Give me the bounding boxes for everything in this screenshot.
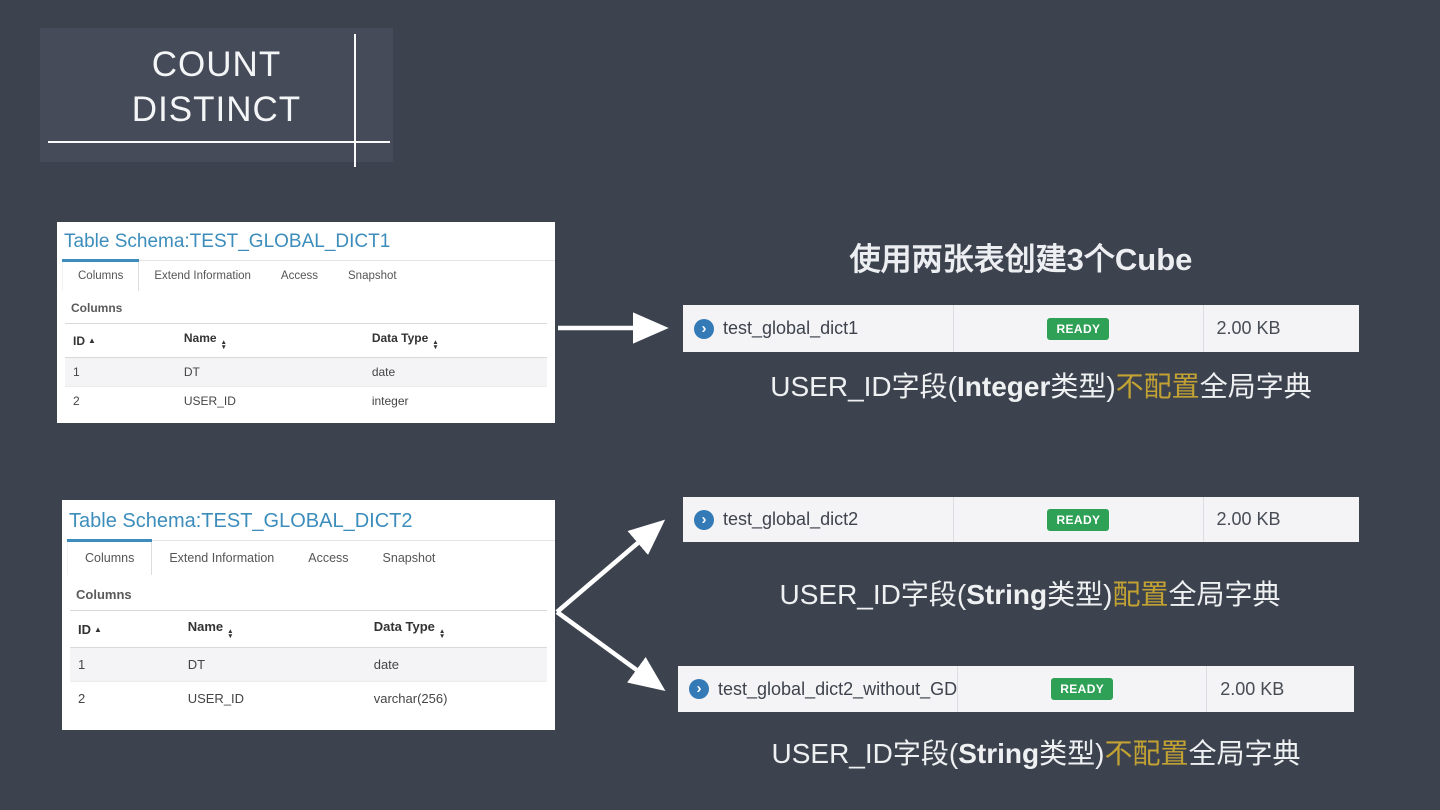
annotation-highlight: 不配置 (1115, 371, 1200, 402)
cube-name: test_global_dict2_without_GD (718, 678, 958, 699)
columns-table: ID▲ Name▲▼ Data Type▲▼ 1 DT date 2 USER_… (70, 610, 547, 715)
annotation-cube2: USER_ID字段(String类型)配置全局字典 (700, 573, 1360, 613)
status-badge: READY (1047, 508, 1110, 531)
title-vertical-rule (354, 34, 356, 167)
annotation-suffix: 全局字典 (1188, 738, 1301, 769)
table-row: 1 DT date (70, 647, 547, 682)
table-schema-panel-2: Table Schema:TEST_GLOBAL_DICT2 Columns E… (62, 500, 555, 730)
column-header-data-type[interactable]: Data Type▲▼ (365, 610, 547, 648)
schema-tab-bar: Columns Extend Information Access Snapsh… (67, 539, 555, 575)
cell-name: DT (179, 647, 366, 682)
tab-snapshot[interactable]: Snapshot (382, 551, 436, 565)
title-horizontal-rule (48, 141, 390, 143)
cube-size-cell: 2.00 KB (1216, 318, 1281, 338)
cube-name: test_global_dict2 (723, 509, 859, 529)
sort-icon: ▲▼ (438, 628, 446, 640)
schema-tab-bar: Columns Extend Information Access Snapsh… (62, 259, 555, 291)
tab-snapshot[interactable]: Snapshot (348, 270, 397, 282)
annotation-mid: 类型) (1039, 738, 1105, 769)
title-background-block (40, 28, 393, 162)
chevron-circle-right-icon[interactable]: › (689, 679, 709, 699)
cube-row-test-global-dict2-without-gd[interactable]: › test_global_dict2_without_GD READY 2.0… (678, 666, 1354, 712)
sort-icon: ▲▼ (227, 628, 234, 640)
table-schema-title: Table Schema:TEST_GLOBAL_DICT2 (69, 510, 413, 532)
arrow-table2-to-cube3 (555, 610, 666, 691)
cube-row-test-global-dict1[interactable]: › test_global_dict1 READY 2.00 KB (683, 305, 1359, 352)
cube-name: test_global_dict1 (723, 318, 859, 338)
annotation-mid: 类型) (1050, 371, 1116, 402)
slide-title-line2: DISTINCT (131, 90, 302, 129)
table-row: 2 USER_ID integer (65, 386, 547, 415)
annotation-highlight: 不配置 (1104, 738, 1189, 769)
tab-columns[interactable]: Columns (67, 539, 153, 575)
tab-extend-information[interactable]: Extend Information (154, 270, 251, 282)
cell-name: USER_ID (175, 386, 364, 415)
cell-name: DT (175, 357, 364, 387)
slide-title-line1: COUNT (151, 45, 282, 84)
cell-id: 2 (65, 386, 176, 415)
annotation-type: String (958, 738, 1040, 769)
cell-id: 1 (70, 647, 180, 682)
cube-size-cell: 2.00 KB (1220, 678, 1285, 699)
tab-columns[interactable]: Columns (62, 259, 140, 291)
annotation-type: Integer (956, 371, 1051, 402)
tab-access[interactable]: Access (280, 270, 318, 282)
status-badge: READY (1047, 317, 1110, 340)
annotation-suffix: 全局字典 (1168, 579, 1281, 610)
chevron-circle-right-icon[interactable]: › (694, 509, 714, 530)
column-header-data-type[interactable]: Data Type▲▼ (363, 323, 547, 358)
column-header-name[interactable]: Name▲▼ (175, 323, 364, 358)
tab-extend-information[interactable]: Extend Information (169, 551, 275, 565)
annotation-prefix: USER_ID字段( (779, 579, 967, 610)
cube-name-cell[interactable]: › test_global_dict1 (683, 305, 953, 352)
cube-status-cell: READY (953, 497, 1204, 542)
cell-data-type: integer (363, 386, 547, 415)
column-header-id[interactable]: ID▲ (65, 323, 176, 358)
annotation-cube3: USER_ID字段(String类型)不配置全局字典 (706, 732, 1366, 772)
columns-section-label: Columns (76, 587, 132, 602)
sort-ascending-icon: ▲ (88, 335, 96, 345)
status-badge: READY (1051, 678, 1114, 700)
annotation-highlight: 配置 (1112, 579, 1169, 610)
slide-title: COUNT DISTINCT (40, 42, 393, 132)
annotation-mid: 类型) (1047, 579, 1113, 610)
cell-data-type: date (363, 357, 547, 387)
cube-status-cell: READY (957, 666, 1208, 712)
columns-section-label: Columns (71, 301, 123, 315)
column-header-id[interactable]: ID▲ (70, 610, 180, 648)
cube-name-cell[interactable]: › test_global_dict2 (683, 497, 953, 542)
annotation-suffix: 全局字典 (1199, 371, 1312, 402)
annotation-prefix: USER_ID字段( (770, 371, 957, 402)
cube-status-cell: READY (953, 305, 1204, 352)
section-heading: 使用两张表创建3个Cube (849, 242, 1193, 277)
table-row: 2 USER_ID varchar(256) (70, 681, 547, 715)
cube-row-test-global-dict2[interactable]: › test_global_dict2 READY 2.00 KB (683, 497, 1359, 542)
cell-data-type: varchar(256) (365, 681, 547, 715)
tab-access[interactable]: Access (308, 551, 349, 565)
annotation-cube1: USER_ID字段(Integer类型)不配置全局字典 (711, 365, 1371, 405)
cube-name-cell[interactable]: › test_global_dict2_without_GD (678, 666, 957, 712)
table-schema-title: Table Schema:TEST_GLOBAL_DICT1 (64, 231, 391, 252)
sort-icon: ▲▼ (432, 339, 439, 351)
arrow-table2-to-cube2 (555, 519, 666, 614)
sort-icon: ▲▼ (220, 339, 227, 351)
column-header-name[interactable]: Name▲▼ (179, 610, 366, 648)
annotation-prefix: USER_ID字段( (771, 738, 959, 769)
chevron-circle-right-icon[interactable]: › (694, 318, 714, 339)
table-schema-panel-1: Table Schema:TEST_GLOBAL_DICT1 Columns E… (57, 222, 555, 423)
cell-id: 2 (70, 681, 180, 715)
annotation-type: String (966, 579, 1048, 610)
cell-data-type: date (365, 647, 547, 682)
cube-size-cell: 2.00 KB (1216, 509, 1281, 529)
columns-table: ID▲ Name▲▼ Data Type▲▼ 1 DT date 2 USER_… (65, 323, 547, 415)
sort-ascending-icon: ▲ (94, 624, 102, 634)
table-row: 1 DT date (65, 357, 547, 387)
cell-name: USER_ID (179, 681, 366, 715)
cell-id: 1 (65, 357, 176, 387)
